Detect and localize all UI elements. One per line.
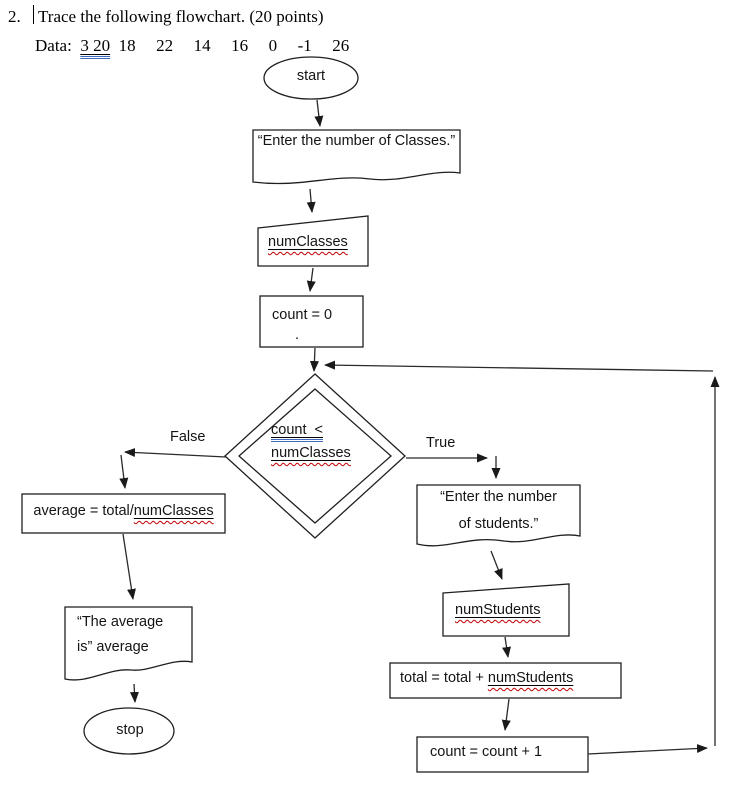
start-label: start	[296, 68, 326, 84]
decision-var: numClasses	[271, 445, 351, 461]
average-var: numClasses	[133, 503, 214, 519]
decision-count-expr: count <	[271, 422, 323, 438]
data-line: Data: 3 20 18 22 14 16 0 -1 26	[35, 36, 349, 56]
numstudents-label: numStudents	[455, 602, 541, 619]
enter-students-line1: “Enter the number	[440, 489, 557, 505]
numstudents-var: numStudents	[455, 602, 541, 618]
decision-line1: count <	[271, 422, 323, 439]
arrow-false-down-to-average	[119, 454, 129, 489]
start-terminal-shape	[263, 56, 359, 100]
display-enter-students-shape	[416, 484, 581, 547]
total-var: numStudents	[487, 670, 574, 686]
arrow-count-to-decision	[309, 347, 319, 372]
decision-line2: numClasses	[271, 445, 351, 462]
display-enter-classes-shape	[252, 129, 461, 185]
false-branch-label: False	[170, 429, 206, 445]
arrow-display-to-numstudents	[490, 550, 503, 580]
input-numclasses-shape	[257, 215, 369, 267]
arrow-numstudents-to-total	[502, 636, 511, 658]
enter-students-line2: of students.”	[458, 516, 539, 532]
arrow-average-to-output	[122, 533, 136, 600]
arrow-start-to-display	[314, 99, 324, 127]
data-marked-values: 3 20	[80, 36, 111, 55]
enter-classes-label: “Enter the number of Classes.”	[257, 133, 456, 149]
data-label: Data:	[35, 36, 72, 55]
stray-dot: .	[295, 327, 300, 343]
count-init-label: count = 0	[272, 307, 333, 323]
decision-inner-shape	[238, 388, 392, 524]
average-calc-label: average = total/numClasses	[22, 503, 225, 520]
stop-terminal-shape	[83, 707, 175, 755]
total-calc-label: total = total + numStudents	[400, 670, 574, 687]
arrow-increment-to-loop	[587, 744, 708, 755]
arrow-loop-back-to-decision	[324, 360, 714, 372]
count-increment-label: count = count + 1	[430, 744, 543, 760]
arrow-output-to-stop	[129, 683, 139, 703]
numclasses-label: numClasses	[268, 234, 348, 251]
decision-outer-shape	[224, 373, 406, 539]
stop-label: stop	[116, 722, 144, 738]
arrow-display-to-numclasses	[306, 188, 316, 213]
process-average-shape	[21, 493, 226, 534]
process-count-init-shape	[259, 295, 364, 348]
output-average-line2: is” average	[77, 639, 149, 655]
input-numstudents-shape	[442, 583, 570, 637]
output-average-line1: “The average	[77, 614, 164, 630]
numclasses-var: numClasses	[268, 234, 348, 250]
display-average-shape	[64, 606, 193, 681]
process-total-shape	[389, 662, 622, 699]
total-prefix: total = total +	[400, 670, 488, 686]
arrow-decision-false-left	[124, 447, 227, 458]
arrow-numclasses-to-count	[306, 267, 316, 292]
true-branch-label: True	[426, 435, 456, 451]
question-number: 2.	[8, 7, 21, 26]
data-values: 18 22 14 16 0 -1 26	[118, 36, 350, 55]
text-cursor	[33, 5, 34, 24]
average-prefix: average = total/	[33, 503, 134, 519]
question-title: Trace the following flowchart. (20 point…	[38, 7, 324, 26]
arrow-total-to-increment	[501, 698, 511, 731]
process-count-increment-shape	[416, 736, 589, 773]
